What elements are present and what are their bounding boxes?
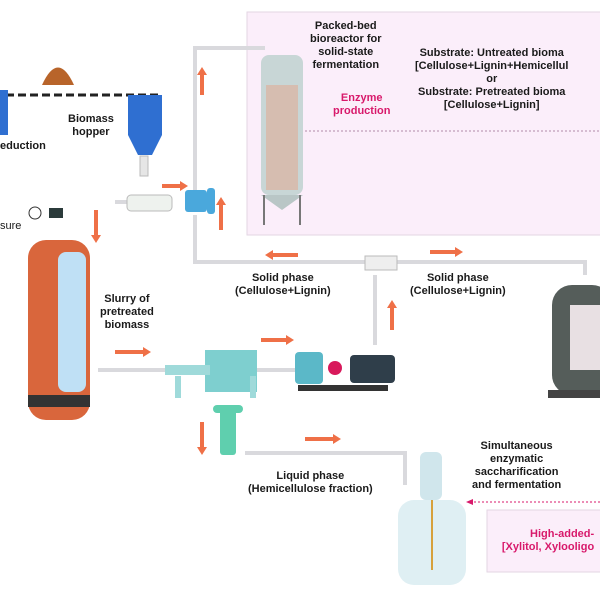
- label-line: pretreated: [100, 306, 154, 318]
- label-line: Liquid phase: [276, 470, 345, 482]
- solid-phase-right-label: Solid phase (Cellulose+Lignin): [410, 272, 506, 298]
- enzyme-production-label: Enzyme production: [333, 92, 390, 118]
- label-line: Solid phase: [426, 272, 489, 284]
- label-line: [Xylitol, Xylooligo: [501, 541, 595, 553]
- label-line: fermentation: [312, 59, 380, 71]
- screw-feeder: [126, 194, 173, 212]
- label-line: Biomass: [68, 113, 114, 125]
- label-line: bioreactor for: [310, 33, 382, 45]
- packed-bed-label: Packed-bed bioreactor for solid-state fe…: [310, 20, 382, 72]
- liquid-valve: [220, 405, 236, 455]
- label-line: production: [333, 105, 391, 117]
- display-panel: [49, 208, 63, 218]
- label-line: [Cellulose+Lignin+Hemicellul: [415, 60, 569, 72]
- label-line: and fermentation: [472, 479, 562, 491]
- substrate-label: Substrate: Untreated bioma [Cellulose+Li…: [415, 47, 568, 112]
- label-line: High-added-: [530, 528, 595, 540]
- label-line: or: [486, 73, 498, 85]
- pump: [295, 352, 323, 384]
- pressure-gauge: [28, 206, 42, 220]
- size-reduction-label: eduction: [0, 140, 46, 152]
- size-reduction-machine: [0, 90, 8, 135]
- biomass-pile: [42, 67, 74, 85]
- high-added-label: High-added- [Xylitol, Xylooligo: [490, 528, 594, 554]
- label-line: biomass: [104, 319, 150, 331]
- label-line: solid-state: [318, 46, 374, 58]
- label-line: Simultaneous: [480, 440, 553, 452]
- label-line: [Cellulose+Lignin]: [443, 99, 540, 111]
- products-box: [486, 509, 600, 573]
- slurry-label: Slurry of pretreated biomass: [100, 293, 154, 332]
- enzyme-info-box: [246, 11, 600, 236]
- filter-press: [205, 350, 257, 392]
- label-line: Slurry of: [104, 293, 150, 305]
- label-line: (Cellulose+Lignin): [410, 285, 506, 297]
- label-line: Solid phase: [251, 272, 314, 284]
- biomass-hopper: [128, 95, 162, 155]
- liquid-phase-label: Liquid phase (Hemicellulose fraction): [248, 470, 373, 496]
- pressure-label: sure: [0, 220, 22, 232]
- biomass-hopper-label: Biomass hopper: [68, 113, 114, 139]
- label-line: (Cellulose+Lignin): [235, 285, 331, 297]
- label-line: (Hemicellulose fraction): [248, 483, 373, 495]
- flow-arrows: [91, 67, 463, 455]
- label-line: Substrate: Pretreated bioma: [418, 86, 566, 98]
- solid-phase-left-label: Solid phase (Cellulose+Lignin): [235, 272, 331, 298]
- ssf-label: Simultaneous enzymatic saccharification …: [472, 440, 561, 492]
- label-line: saccharification: [474, 466, 559, 478]
- label-line: Packed-bed: [314, 20, 377, 32]
- separator: [364, 255, 398, 271]
- label-line: enzymatic: [490, 453, 544, 465]
- feed-valve: [185, 190, 207, 212]
- label-line: hopper: [72, 126, 110, 138]
- label-line: Substrate: Untreated bioma: [419, 47, 564, 59]
- label-line: Enzyme: [340, 92, 383, 104]
